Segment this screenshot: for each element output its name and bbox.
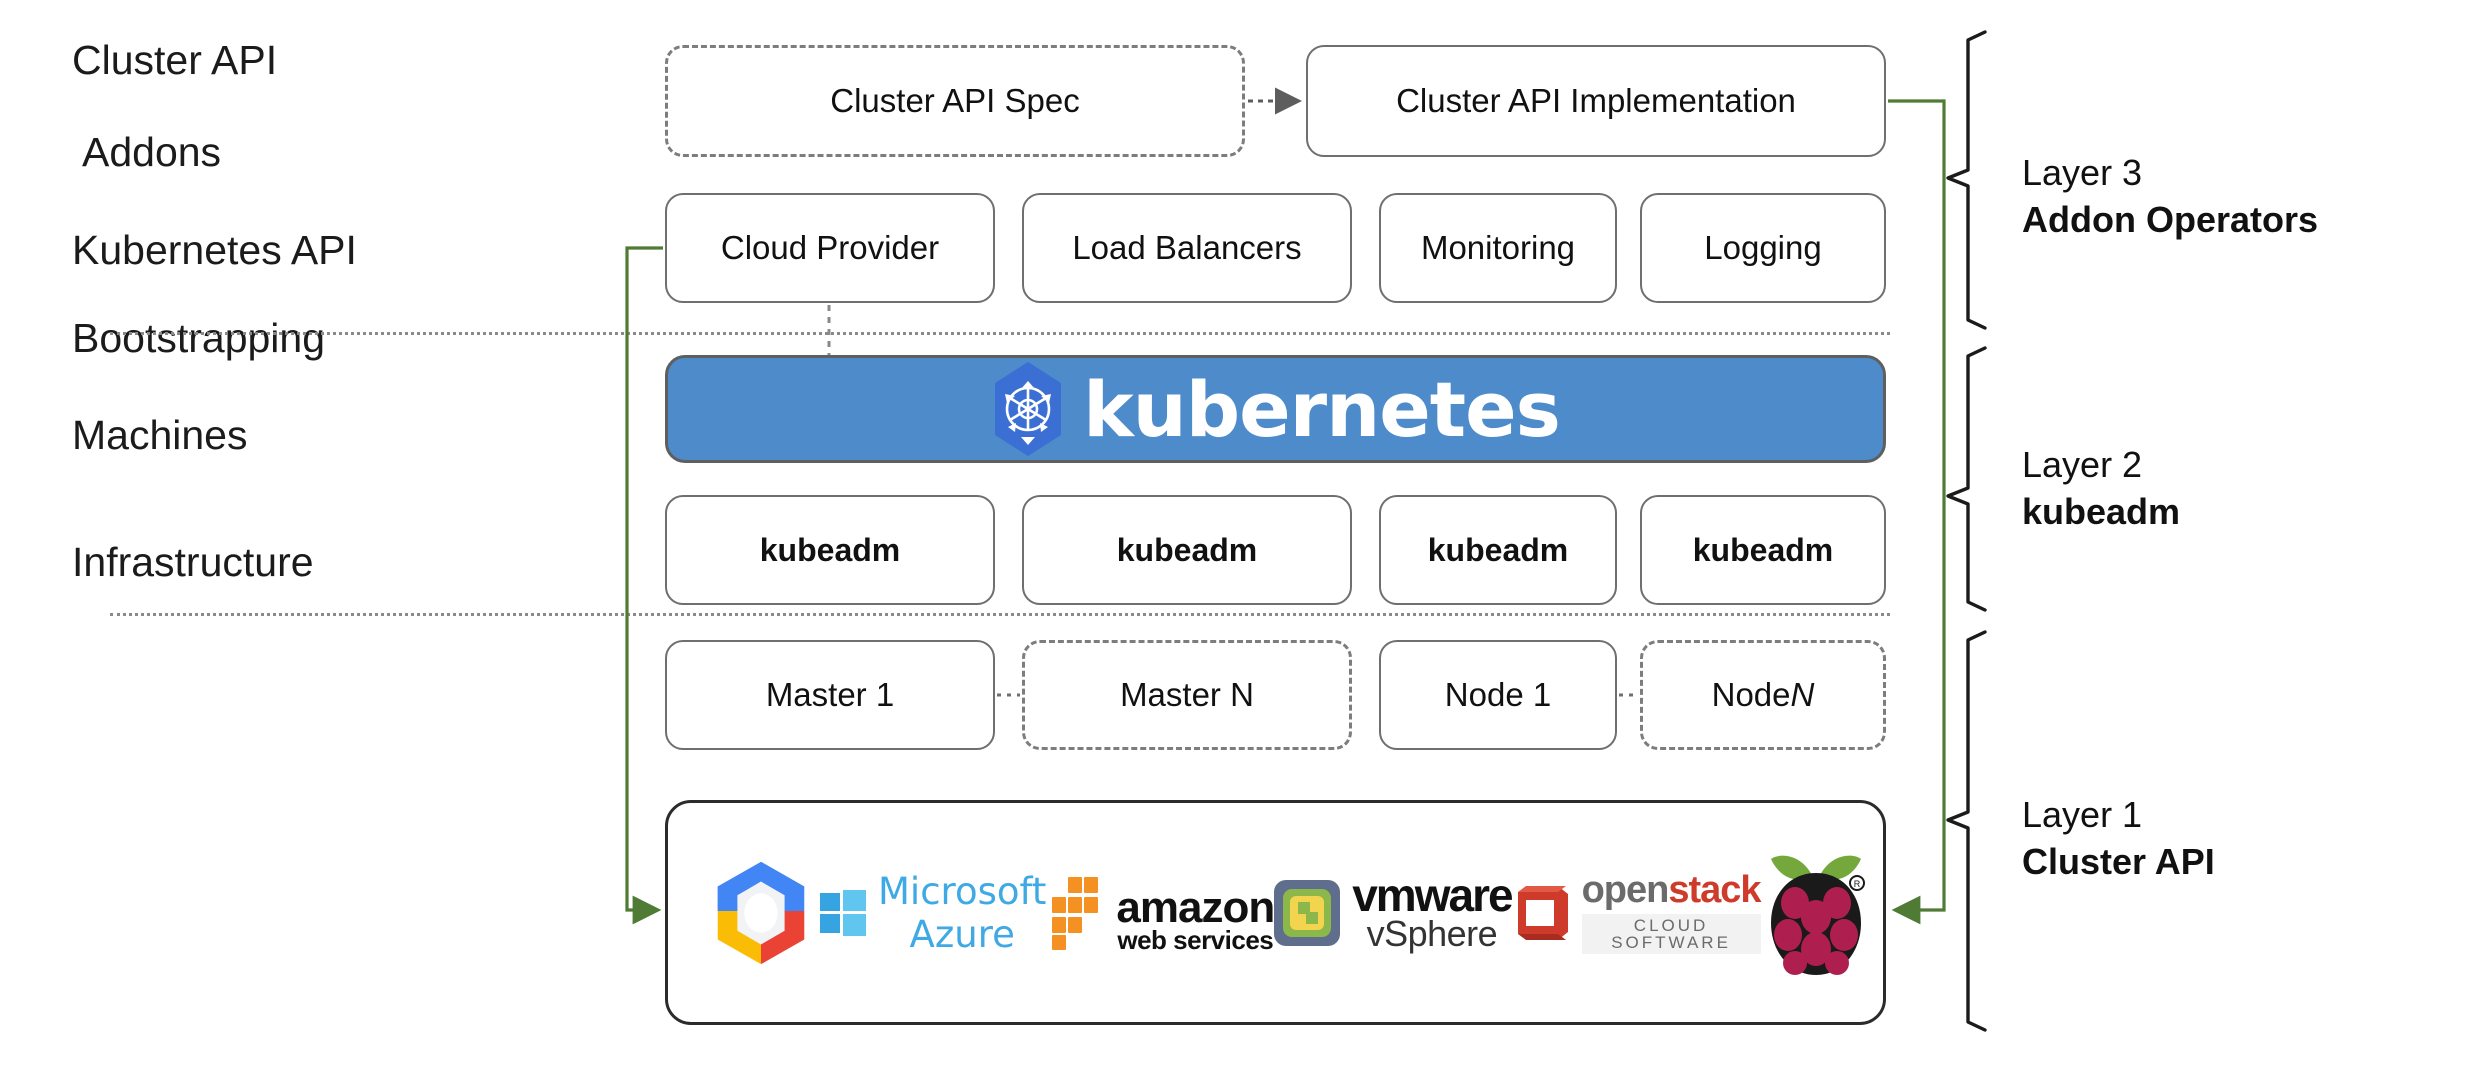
cluster-api-implementation-box[interactable]: Cluster API Implementation — [1306, 45, 1886, 157]
aws-cubes-icon — [1046, 873, 1108, 953]
machine-box-node-1[interactable]: Node 1 — [1379, 640, 1617, 750]
kubernetes-api-banner: kubernetes — [665, 355, 1886, 463]
openstack-sublabel: CLOUD SOFTWARE — [1581, 914, 1761, 954]
implementation-to-infrastructure-green-path — [1888, 99, 1946, 925]
layer-2-caption: Layer 2 kubeadm — [2022, 442, 2180, 536]
machine-box-node-n-index: N — [1790, 676, 1815, 713]
openstack-logo: openstack CLOUD SOFTWARE — [1512, 869, 1762, 954]
layer-3-caption: Layer 3 Addon Operators — [2022, 150, 2318, 244]
machine-box-node-n-prefix: Node — [1711, 676, 1791, 713]
layer-3-name: Addon Operators — [2022, 198, 2319, 240]
vmware-vsphere-logo: vmware vSphere — [1274, 868, 1514, 955]
layer-2-bracket — [1946, 346, 1987, 612]
machine-box-node-n[interactable]: Node N — [1640, 640, 1886, 750]
vsphere-sublabel: vSphere — [1366, 913, 1498, 955]
raspberry-pi-logo: R — [1761, 847, 1871, 979]
addon-box-logging[interactable]: Logging — [1640, 193, 1886, 303]
layer-3-bracket — [1946, 30, 1987, 330]
row-label-addons: Addons — [82, 129, 222, 175]
kubeadm-box-1[interactable]: kubeadm — [665, 495, 995, 605]
microsoft-azure-logo: Microsoft Azure — [820, 870, 1046, 956]
row-label-infrastructure: Infrastructure — [72, 539, 314, 585]
vsphere-tile-icon — [1274, 879, 1341, 946]
layer-separator-lower — [110, 613, 1890, 616]
infrastructure-box[interactable]: Microsoft Azure amazon web services — [665, 800, 1886, 1025]
amazon-label: amazon — [1116, 883, 1275, 933]
addon-box-monitoring[interactable]: Monitoring — [1379, 193, 1617, 303]
openstack-label: openstack — [1581, 869, 1762, 911]
microsoft-window-icon — [820, 889, 866, 936]
microsoft-azure-label: Microsoft Azure — [878, 869, 1047, 956]
cluster-api-spec-box[interactable]: Cluster API Spec — [665, 45, 1245, 157]
kubeadm-box-2[interactable]: kubeadm — [1022, 495, 1352, 605]
layer-1-bracket — [1946, 630, 1987, 1032]
layer-2-name: kubeadm — [2022, 490, 2181, 532]
addon-box-load-balancers[interactable]: Load Balancers — [1022, 193, 1352, 303]
layer-1-name: Cluster API — [2022, 840, 2215, 882]
kubernetes-wordmark: kubernetes — [1083, 364, 1561, 454]
row-label-kubernetes-api: Kubernetes API — [72, 227, 357, 273]
vmware-label: vmware — [1352, 868, 1513, 921]
kubeadm-box-4[interactable]: kubeadm — [1640, 495, 1886, 605]
layer-separator-upper — [110, 332, 1890, 335]
google-cloud-platform-logo — [702, 854, 820, 972]
svg-text:R: R — [1853, 879, 1860, 889]
amazon-web-services-logo: amazon web services — [1046, 873, 1275, 955]
row-label-cluster-api: Cluster API — [72, 37, 278, 83]
kubeadm-box-3[interactable]: kubeadm — [1379, 495, 1617, 605]
machine-box-master-1[interactable]: Master 1 — [665, 640, 995, 750]
amazon-web-services-sublabel: web services — [1117, 924, 1274, 955]
kubernetes-helm-wheel-icon — [991, 361, 1065, 457]
layer-1-caption: Layer 1 Cluster API — [2022, 792, 2215, 886]
machine-box-master-n[interactable]: Master N — [1022, 640, 1352, 750]
layer-3-number: Layer 3 — [2022, 152, 2143, 193]
addon-box-cloud-provider[interactable]: Cloud Provider — [665, 193, 995, 303]
cloud-provider-to-infrastructure-green-path — [625, 246, 663, 925]
layer-1-number: Layer 1 — [2022, 794, 2143, 835]
row-label-machines: Machines — [72, 412, 248, 458]
openstack-block-icon — [1512, 882, 1572, 944]
row-label-bootstrapping: Bootstrapping — [72, 315, 326, 361]
layer-2-number: Layer 2 — [2022, 444, 2143, 485]
